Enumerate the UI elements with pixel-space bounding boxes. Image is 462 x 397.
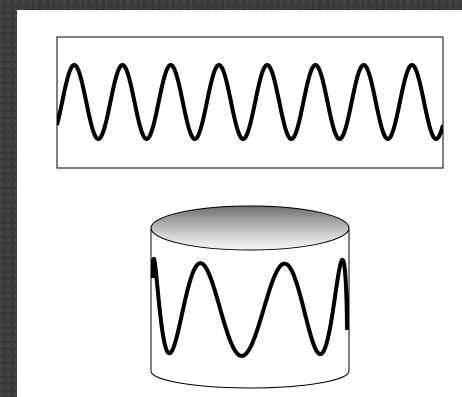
cylinder	[150, 205, 350, 389]
diagram-panel	[17, 10, 462, 397]
wave-diagram	[56, 36, 444, 389]
flat-strip-frame	[56, 36, 444, 169]
cylinder-body	[150, 228, 350, 389]
flat-sine-wave	[57, 63, 443, 141]
cylinder-top	[150, 205, 350, 251]
cylinder-sine-wave	[151, 256, 349, 358]
